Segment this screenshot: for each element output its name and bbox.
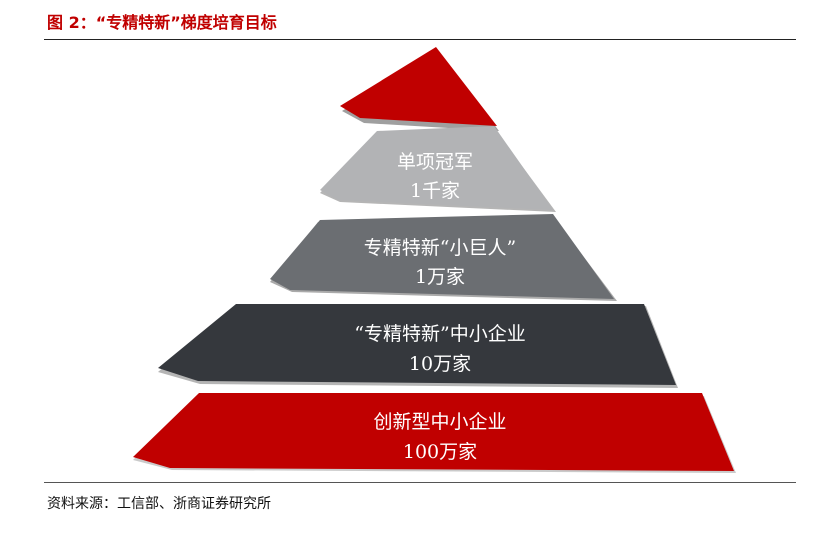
tier-2-name: 专精特新“小巨人” — [364, 237, 516, 259]
top-divider — [44, 39, 796, 40]
tier-3-count: 10万家 — [409, 353, 471, 375]
pyramid-tier-2 — [270, 214, 614, 299]
tier-1-name: 单项冠军 — [397, 151, 473, 173]
pyramid-apex — [340, 47, 497, 126]
source-note: 资料来源：工信部、浙商证券研究所 — [47, 496, 271, 512]
tier-4-count: 100万家 — [403, 441, 477, 463]
bottom-divider — [44, 482, 796, 483]
pyramid-tier-1 — [320, 126, 553, 210]
tier-2-count: 1万家 — [415, 266, 465, 288]
figure-title: 图 2：“专精特新”梯度培育目标 — [47, 13, 277, 32]
pyramid-tier-3 — [158, 304, 676, 385]
tier-1-count: 1千家 — [410, 180, 460, 202]
tier-3-name: “专精特新”中小企业 — [354, 323, 525, 345]
tier-4-name: 创新型中小企业 — [373, 411, 506, 433]
pyramid-tier-4 — [133, 393, 734, 471]
